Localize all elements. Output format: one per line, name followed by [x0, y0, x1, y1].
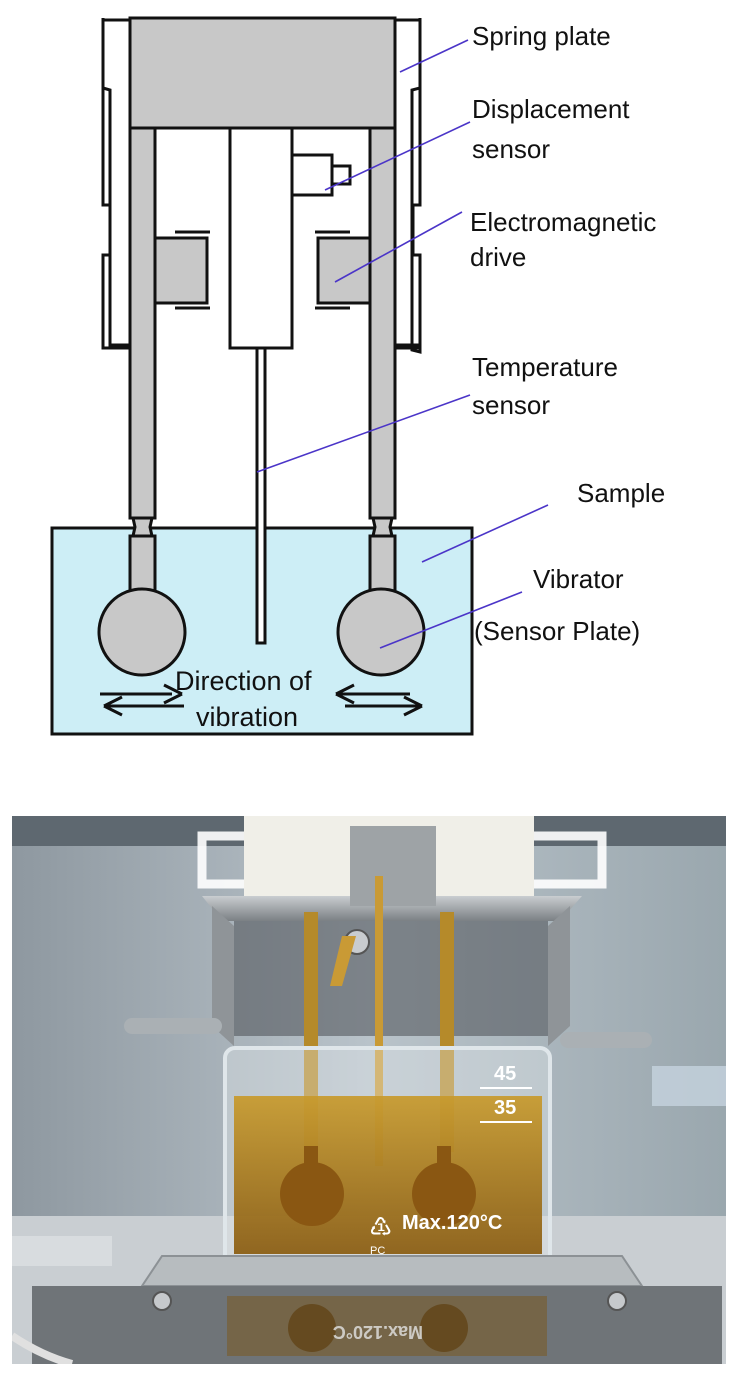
direction-arrow-right [335, 683, 423, 717]
em-drive-left [153, 236, 209, 305]
pin-left [124, 1018, 222, 1034]
right-leg [368, 126, 397, 520]
label-displacement-2: sensor [472, 134, 550, 164]
right-stem [368, 534, 397, 598]
label-direction-2: vibration [196, 702, 298, 732]
label-vibrator-1: Vibrator [533, 564, 624, 594]
label-temperature-2: sensor [472, 390, 550, 420]
beaker-mark-45: 45 [494, 1063, 516, 1085]
vibro-viscometer-diagram: Spring plate Displacement sensor Electro… [50, 16, 665, 736]
vibrator-right [336, 587, 426, 677]
vibrator-left [97, 587, 187, 677]
label-displacement-1: Displacement [472, 94, 630, 124]
left-stem [128, 534, 157, 598]
gold-sensor-left [304, 912, 318, 1152]
label-vibrator-2: (Sensor Plate) [474, 616, 640, 646]
pin-right [560, 1032, 652, 1048]
label-spring-plate: Spring plate [472, 21, 611, 51]
left-leg [128, 126, 157, 520]
label-em-1: Electromagnetic [470, 207, 656, 237]
recycle-icon: ♳ [369, 1213, 392, 1243]
em-drive-right [316, 236, 372, 305]
center-body [228, 126, 294, 350]
leader-displacement [324, 121, 471, 191]
sensor-plate-left [280, 1162, 344, 1226]
leader-spring-plate [399, 39, 469, 73]
leader-vibrator [379, 591, 523, 649]
left-neck [131, 516, 154, 538]
label-em-2: drive [470, 242, 526, 272]
gold-sensor-right [440, 912, 454, 1152]
housing-side-right [395, 88, 422, 350]
displacement-sensor-tip [330, 164, 352, 186]
direction-arrow-left [100, 683, 184, 717]
label-sample: Sample [577, 478, 665, 508]
beaker-mark-35: 35 [494, 1097, 516, 1119]
reflection-text: Max.120°C [333, 1322, 423, 1342]
label-temperature-1: Temperature [472, 352, 618, 382]
label-direction-1: Direction of [175, 666, 312, 696]
beaker-material: PC [370, 1245, 385, 1257]
beaker-max-label: Max.120°C [402, 1212, 502, 1234]
leader-temperature [256, 394, 471, 473]
leader-em-drive [334, 211, 463, 283]
reflection [227, 1296, 547, 1356]
leader-sample [421, 504, 549, 563]
base-frame [140, 1255, 644, 1287]
spring-plate-block [128, 16, 397, 130]
right-neck [371, 516, 394, 538]
sensor-plate-right [412, 1162, 476, 1226]
center-bracket [350, 826, 436, 906]
frame-top-plate [202, 896, 582, 921]
temperature-probe [375, 876, 383, 1166]
temperature-rod [255, 346, 267, 645]
cable [12, 1332, 74, 1364]
instrument-photo: 45 35 ♳ Max.120°C PC Max.120°C [12, 816, 726, 1364]
housing-side-left [101, 88, 130, 350]
